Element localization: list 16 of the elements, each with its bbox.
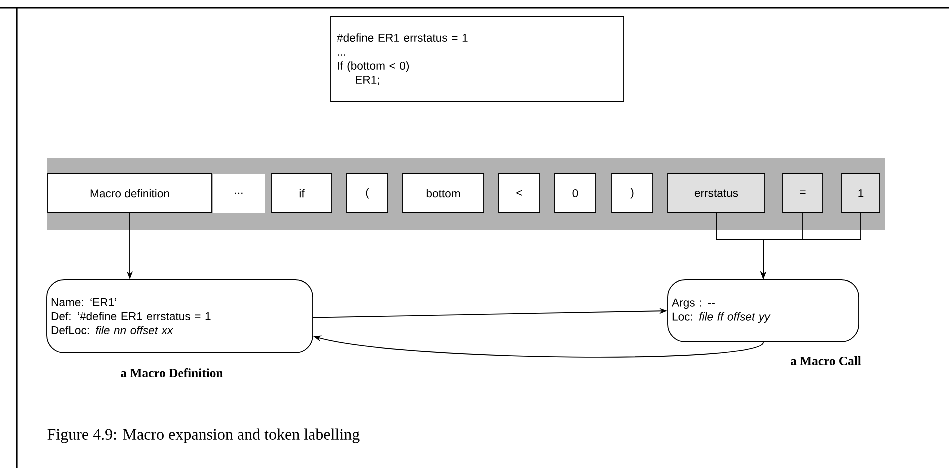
code-box: #define ER1 errstatus = 1 ... If (bottom < 0) ER1; bbox=[330, 16, 624, 102]
token-box: 1 bbox=[842, 174, 880, 214]
token-box: ) bbox=[612, 174, 654, 214]
token-box: ... bbox=[213, 174, 265, 213]
token-box: ( bbox=[346, 174, 388, 214]
token-box: 0 bbox=[554, 174, 596, 214]
record-box: Name: ‘ER1’ Def: ‘#define ER1 errstatus = 1 DefLoc: file nn offset xx bbox=[46, 280, 314, 354]
token-box: = bbox=[782, 174, 824, 214]
token-box: if bbox=[272, 174, 332, 214]
box-caption: a Macro Definition bbox=[121, 368, 224, 378]
box-caption: a Macro Call bbox=[791, 356, 862, 366]
token-box: bottom bbox=[402, 174, 484, 214]
record-box: Args : -- Loc: file ff offset yy bbox=[668, 280, 860, 342]
token-box: < bbox=[498, 174, 540, 214]
figure-caption: Figure 4.9: Macro expansion and token labelling bbox=[48, 428, 360, 444]
token-box: errstatus bbox=[668, 174, 766, 214]
